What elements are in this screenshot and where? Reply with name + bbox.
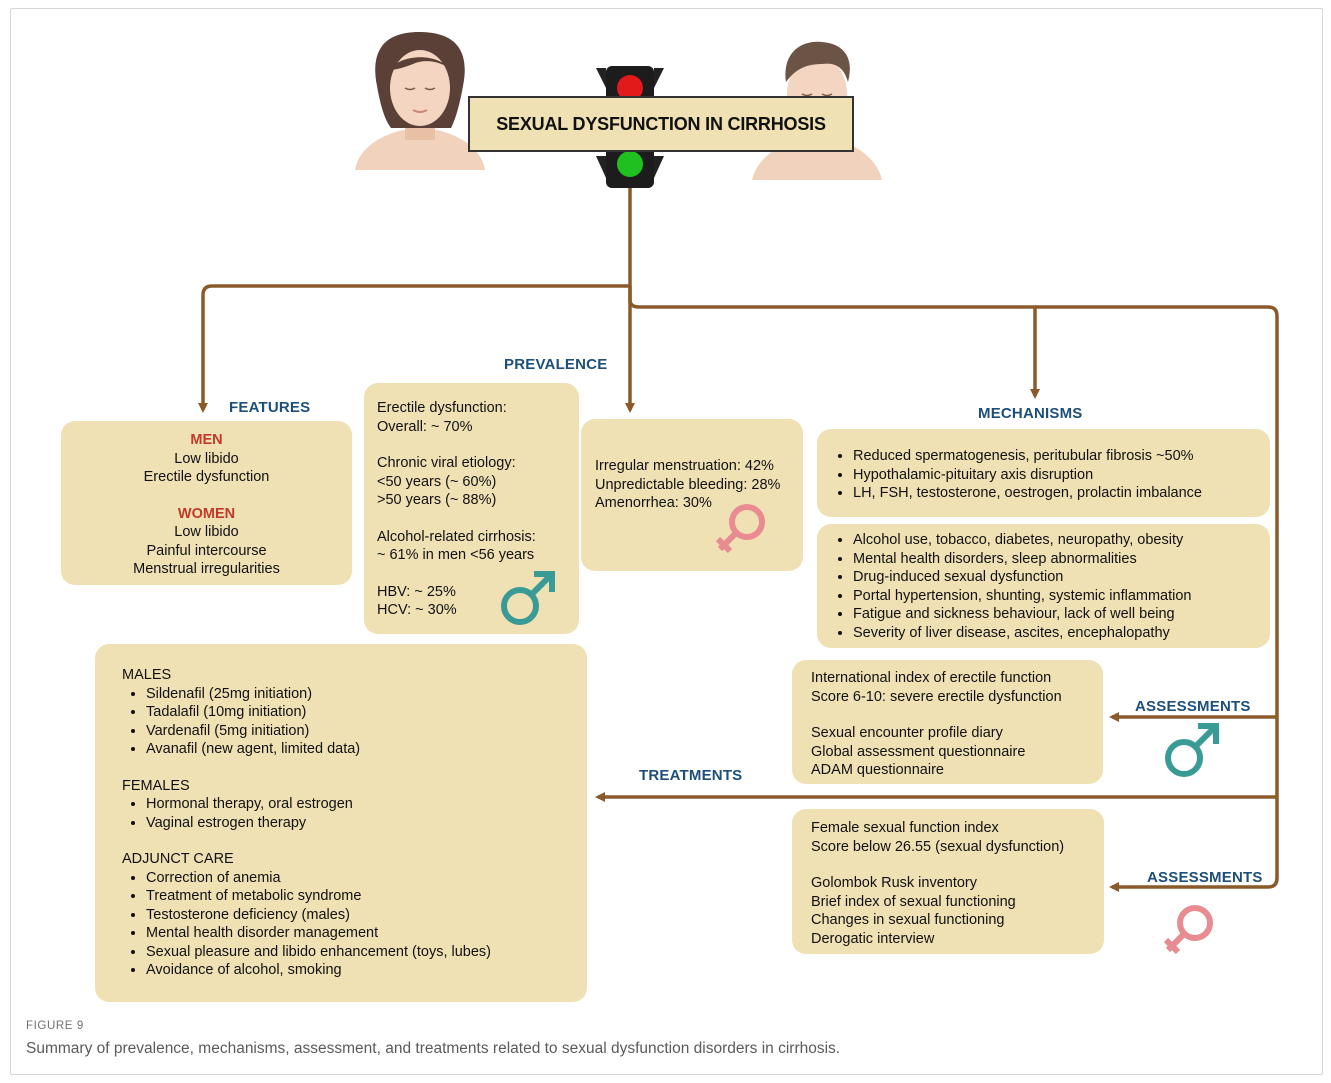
prevalence-female-box: Irregular menstruation: 42% Unpredictabl… <box>581 419 803 571</box>
prevalence-male-line: Alcohol-related cirrhosis: <box>377 528 536 545</box>
prevalence-male-line: ~ 61% in men <56 years <box>377 547 535 563</box>
treatments-box: MALES Sildenafil (25mg initiation) Tadal… <box>95 644 587 1002</box>
figure-frame <box>10 8 1323 1075</box>
right-vertical-line <box>1035 305 1279 889</box>
males-label: MALES <box>122 667 172 683</box>
assessment-line: Score 6-10: severe erectile dysfunction <box>811 688 1062 705</box>
features-heading: FEATURES <box>229 399 311 416</box>
women-label: WOMEN <box>177 505 236 522</box>
men-label: MEN <box>190 432 223 448</box>
assessment-line: Golombok Rusk inventory <box>811 875 978 891</box>
treatment-item: Hormonal therapy, oral estrogen <box>146 795 587 814</box>
men-feature-item: Erectile dysfunction <box>143 469 270 485</box>
treatment-item: Vaginal estrogen therapy <box>146 814 587 833</box>
female-assessments-heading: ASSESSMENTS <box>1147 869 1263 886</box>
male-assessments-box: International index of erectile function… <box>792 660 1103 784</box>
prevalence-male-line: HCV: ~ 30% <box>377 602 457 618</box>
treatments-heading: TREATMENTS <box>639 767 743 784</box>
mechanism-item: Reduced spermatogenesis, peritubular fib… <box>853 447 1270 466</box>
figure-caption: Summary of prevalence, mechanisms, asses… <box>26 1040 841 1057</box>
prevalence-male-line: Chronic viral etiology: <box>377 455 516 471</box>
female-assessments-box: Female sexual function index Score below… <box>792 809 1104 954</box>
mechanism-item: Severity of liver disease, ascites, ence… <box>853 624 1270 643</box>
mechanism-item: LH, FSH, testosterone, oestrogen, prolac… <box>853 484 1270 503</box>
mechanism-item: Alcohol use, tobacco, diabetes, neuropat… <box>853 531 1270 550</box>
male-symbol-icon <box>501 571 555 625</box>
assessment-line: Global assessment questionnaire <box>811 743 1026 760</box>
assessment-line: Female sexual function index <box>811 820 999 836</box>
treatment-item: Avanafil (new agent, limited data) <box>146 740 587 759</box>
assessment-line: Changes in sexual functioning <box>811 912 1005 928</box>
women-feature-item: Menstrual irregularities <box>133 561 280 577</box>
male-symbol-icon <box>1165 723 1219 777</box>
mechanisms-box-1: Reduced spermatogenesis, peritubular fib… <box>817 429 1270 517</box>
treatment-item: Treatment of metabolic syndrome <box>146 887 587 906</box>
mechanism-item: Portal hypertension, shunting, systemic … <box>853 587 1270 606</box>
prevalence-heading: PREVALENCE <box>504 356 608 373</box>
treatment-item: Sildenafil (25mg initiation) <box>146 685 587 704</box>
prevalence-male-line: >50 years (~ 88%) <box>377 492 497 508</box>
mechanisms-box-2: Alcohol use, tobacco, diabetes, neuropat… <box>817 524 1270 648</box>
treatment-item: Tadalafil (10mg initiation) <box>146 703 587 722</box>
arrow-to-mechanisms <box>628 286 1040 399</box>
female-symbol-icon <box>715 504 765 554</box>
assessment-line: International index of erectile function <box>811 670 1052 686</box>
women-feature-item: Low libido <box>174 524 239 540</box>
mechanism-item: Fatigue and sickness behaviour, lack of … <box>853 605 1270 624</box>
treatment-item: Testosterone deficiency (males) <box>146 906 587 925</box>
prevalence-male-box: Erectile dysfunction: Overall: ~ 70% Chr… <box>364 383 579 634</box>
treatment-item: Mental health disorder management <box>146 924 587 943</box>
assessment-line: Brief index of sexual functioning <box>811 893 1016 910</box>
assessment-line: Sexual encounter profile diary <box>811 725 1003 741</box>
woman-face-icon <box>355 32 485 170</box>
arrow-to-features <box>198 284 630 413</box>
prevalence-male-line: HBV: ~ 25% <box>377 583 456 600</box>
figure-label: FIGURE 9 <box>26 1020 84 1032</box>
treatment-item: Sexual pleasure and libido enhancement (… <box>146 943 587 962</box>
male-assessments-heading: ASSESSMENTS <box>1135 698 1251 715</box>
adjunct-care-label: ADJUNCT CARE <box>122 851 234 867</box>
mechanisms-heading: MECHANISMS <box>978 405 1083 422</box>
men-feature-item: Low libido <box>174 450 239 467</box>
female-symbol-icon <box>1163 905 1213 955</box>
mechanism-item: Mental health disorders, sleep abnormali… <box>853 550 1270 569</box>
prevalence-female-line: Unpredictable bleeding: 28% <box>595 476 781 493</box>
mechanism-item: Drug-induced sexual dysfunction <box>853 568 1270 587</box>
women-feature-item: Painful intercourse <box>146 542 267 559</box>
features-box: MEN Low libido Erectile dysfunction WOME… <box>61 421 352 585</box>
assessment-line: Score below 26.55 (sexual dysfunction) <box>811 838 1065 855</box>
treatment-item: Correction of anemia <box>146 869 587 888</box>
prevalence-female-line: Amenorrhea: 30% <box>595 495 712 511</box>
assessment-line: Derogatic interview <box>811 930 935 947</box>
diagram-title: SEXUAL DYSFUNCTION IN CIRRHOSIS <box>468 96 854 152</box>
prevalence-male-line: <50 years (~ 60%) <box>377 473 497 490</box>
prevalence-male-line: Erectile dysfunction: <box>377 400 507 416</box>
mechanism-item: Hypothalamic-pituitary axis disruption <box>853 466 1270 485</box>
treatment-item: Vardenafil (5mg initiation) <box>146 722 587 741</box>
prevalence-female-line: Irregular menstruation: 42% <box>595 458 774 474</box>
prevalence-male-line: Overall: ~ 70% <box>377 418 473 435</box>
assessment-line: ADAM questionnaire <box>811 762 944 778</box>
treatment-item: Avoidance of alcohol, smoking <box>146 961 587 980</box>
females-label: FEMALES <box>122 777 190 794</box>
